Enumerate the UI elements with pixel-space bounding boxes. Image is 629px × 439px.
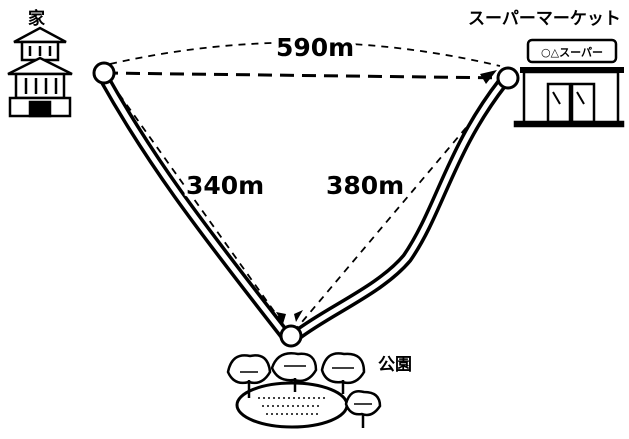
supermarket-icon [513,38,625,128]
road-supermarket-park-outline [291,76,509,341]
supermarket-point [496,66,520,90]
distance-supermarket-park: 380m [326,171,404,200]
dash-home-park [103,72,292,336]
tree-3 [320,352,366,394]
road-supermarket-park-inner [294,79,506,338]
arrowhead-park-right [294,310,303,322]
home-label: 家 [28,8,45,29]
store-sign-text: ○△スーパー [541,46,603,59]
tree-2 [270,352,318,392]
dash-home-supermarket-arc [109,41,501,67]
distance-home-supermarket: 590m [276,33,354,62]
house-icon [7,26,73,118]
dash-home-supermarket-outer [103,71,509,80]
supermarket-label: スーパーマーケット [468,9,621,29]
arrowhead-park-left [276,312,286,324]
road-home-park-inner [101,75,288,338]
distance-home-park: 340m [186,171,264,200]
tree-1 [226,354,272,398]
arrowhead-supermarket [480,70,497,84]
park-label: 公園 [378,355,412,375]
arrowheads [276,70,497,324]
park-point [279,324,303,348]
home-point [92,61,116,85]
park-icon [226,352,382,429]
pond [235,381,349,429]
roads [98,72,509,341]
tree-4 [344,390,382,428]
